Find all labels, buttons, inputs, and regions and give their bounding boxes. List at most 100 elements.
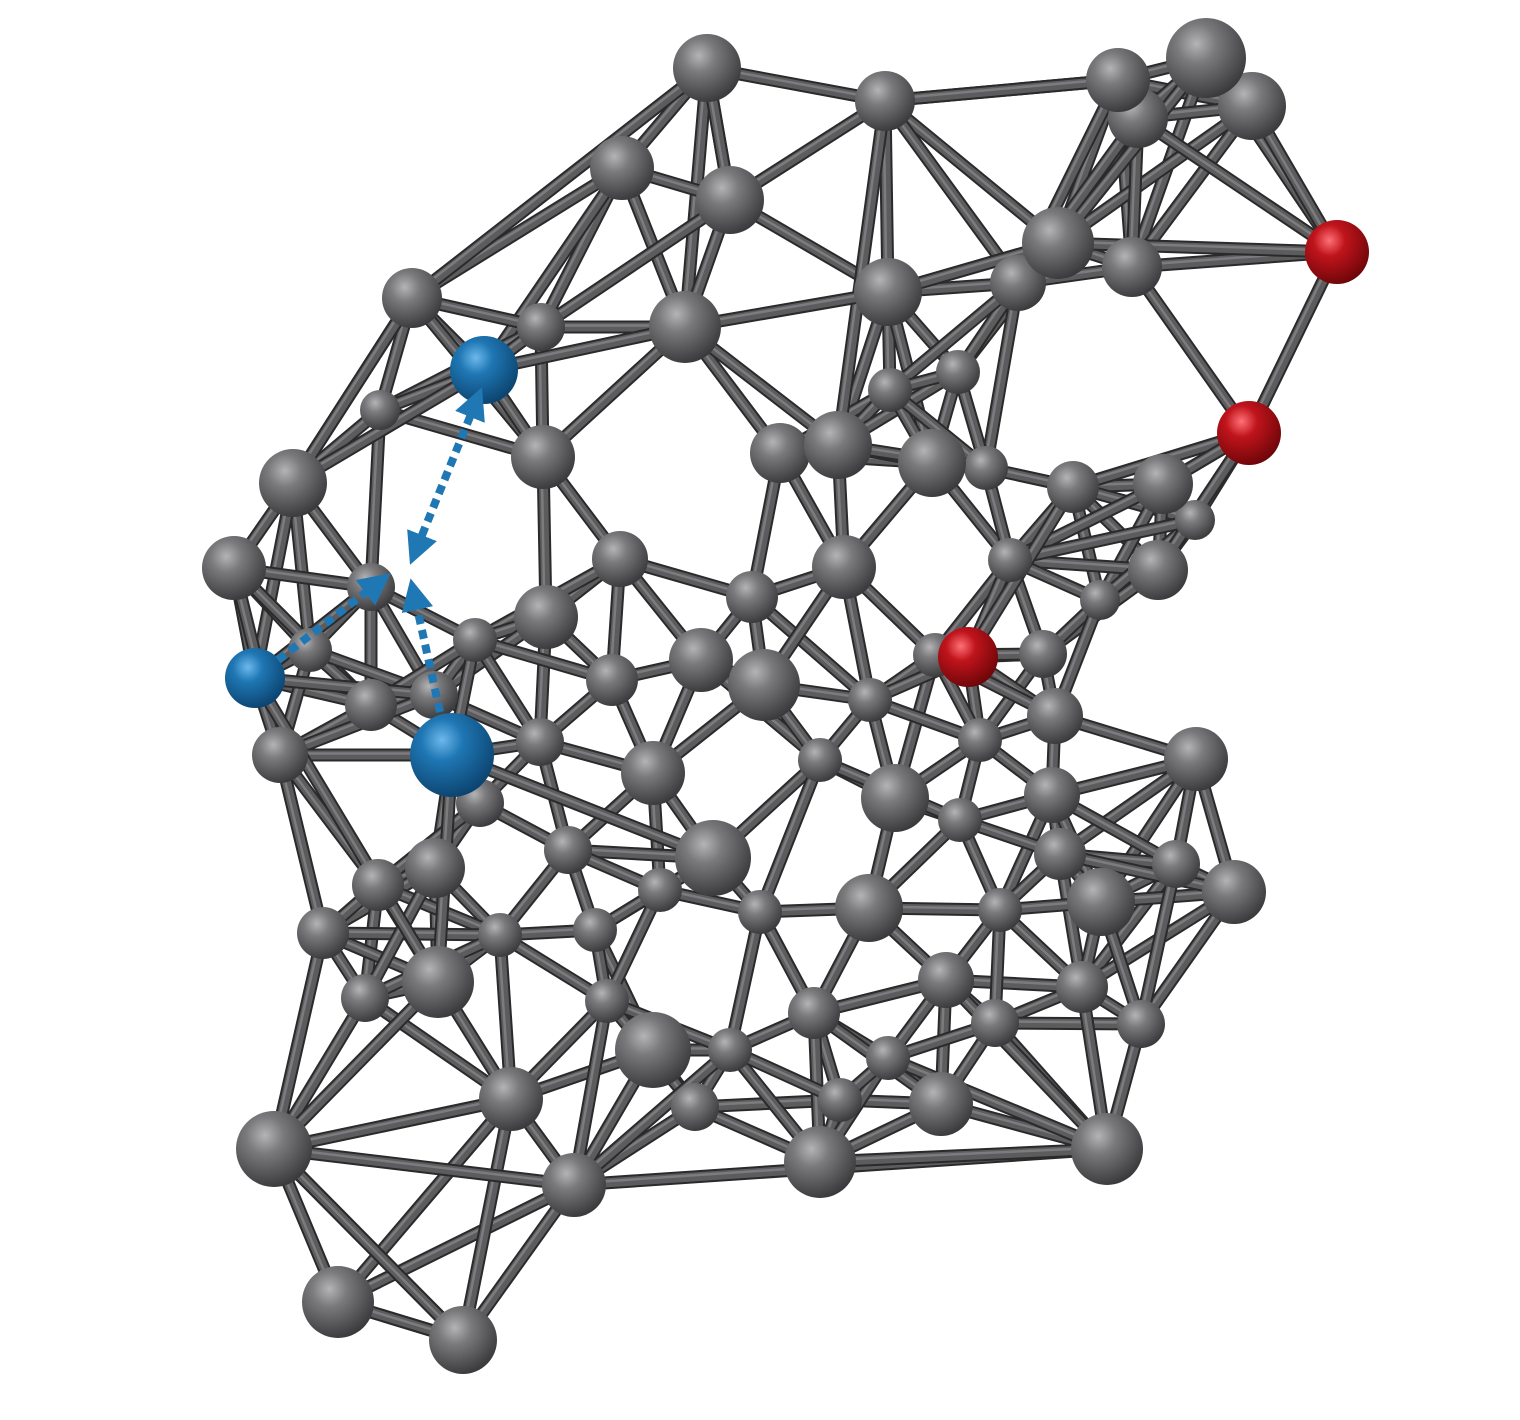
source-node (225, 648, 285, 708)
network-node (964, 446, 1008, 490)
network-node (1218, 72, 1286, 140)
edge-highlight (1055, 240, 1337, 252)
network-node (402, 946, 474, 1018)
network-node (909, 1072, 973, 1136)
edge (725, 907, 765, 1055)
edge-highlight (1079, 861, 1176, 987)
edge-highlight (1246, 249, 1337, 433)
edge (269, 977, 443, 1154)
target-node (938, 627, 998, 687)
network-node (669, 628, 733, 692)
network-node (1034, 828, 1086, 880)
network-node (1166, 18, 1246, 98)
network-node (898, 429, 966, 497)
edge-highlight (335, 1182, 574, 1302)
network-node (453, 618, 497, 662)
network-node (478, 913, 522, 957)
edge-highlight (271, 1146, 574, 1185)
network-node (1024, 767, 1080, 823)
node-layer (202, 18, 1369, 1374)
source-node (450, 336, 518, 404)
network-node (812, 535, 876, 599)
edge-highlight (252, 675, 438, 982)
edge-highlight (481, 165, 622, 370)
network-node (259, 449, 327, 517)
network-node (708, 1028, 752, 1072)
network-node (1175, 500, 1215, 540)
network-node (1102, 237, 1162, 297)
edge-highlight (271, 930, 323, 1149)
network-node (517, 303, 565, 351)
network-node (918, 952, 974, 1008)
network-node (750, 423, 810, 483)
network-node (990, 255, 1046, 311)
edge-highlight (1055, 103, 1252, 243)
network-node (297, 907, 349, 959)
network-node (1117, 1000, 1165, 1048)
network-node (938, 798, 982, 842)
target-node (1217, 401, 1281, 465)
network-node (854, 258, 922, 326)
edge-highlight (1129, 264, 1249, 433)
network-node (978, 888, 1022, 932)
network-node (429, 1306, 497, 1374)
network-node (573, 908, 617, 952)
network-node (1047, 461, 1099, 513)
network-node (302, 1266, 374, 1338)
network-node (1027, 688, 1083, 744)
edge-highlight (887, 280, 1018, 390)
network-node (818, 1078, 862, 1122)
network-node (516, 718, 564, 766)
edge (1053, 101, 1257, 248)
network-node (1080, 580, 1120, 620)
network-node (835, 874, 903, 942)
network-node (1022, 207, 1094, 279)
network-node (988, 538, 1032, 582)
network-node (352, 859, 404, 911)
edge-highlight (817, 1146, 1107, 1162)
edge (1136, 859, 1181, 1029)
network-node (728, 649, 800, 721)
network-node (1067, 868, 1135, 936)
network-node (360, 390, 400, 430)
edge (269, 1094, 516, 1154)
edge-highlight (882, 98, 1058, 243)
dotted-arrow (407, 387, 485, 565)
edge (288, 293, 417, 488)
edge-highlight (571, 1047, 730, 1185)
network-node (382, 268, 442, 328)
network-node (861, 764, 929, 832)
network-node (252, 727, 308, 783)
network-node (675, 820, 751, 896)
network-node (971, 999, 1019, 1047)
edge-highlight (271, 979, 438, 1149)
edge-highlight (460, 1096, 511, 1340)
edge-highlight (538, 197, 730, 327)
network-node (236, 1111, 312, 1187)
network-node (514, 585, 578, 649)
edge-highlight (1135, 115, 1337, 252)
network-node (1086, 48, 1150, 112)
network-node (621, 741, 685, 805)
edge (880, 75, 1123, 106)
arrow-layer (275, 387, 485, 713)
edge-highlight (271, 1096, 511, 1149)
network-node (345, 679, 397, 731)
edge-highlight (277, 752, 323, 933)
network-node (804, 411, 872, 479)
network-node (202, 536, 266, 600)
network-node (288, 628, 332, 672)
network-node (1128, 540, 1188, 600)
edge (1005, 515, 1200, 565)
edge-highlight (409, 65, 707, 298)
edge (479, 163, 627, 375)
edge (536, 195, 735, 332)
edge (680, 63, 712, 332)
edge (981, 278, 1023, 473)
network-node (544, 826, 592, 874)
network-node (784, 1126, 856, 1198)
edge (1244, 247, 1342, 438)
edge-highlight (271, 1146, 463, 1340)
network-node (1164, 727, 1228, 791)
